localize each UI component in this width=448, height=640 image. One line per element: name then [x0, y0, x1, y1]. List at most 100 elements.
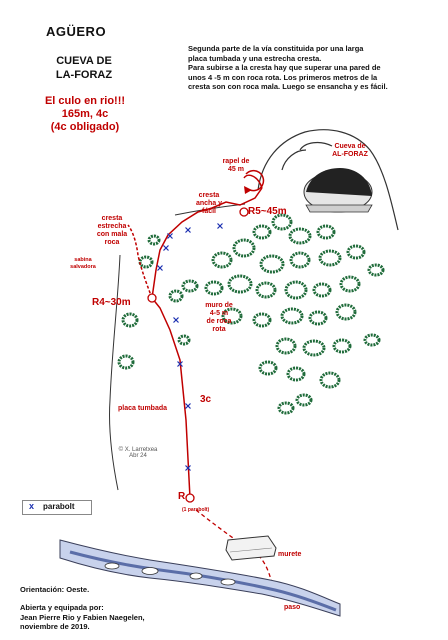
rappel-label-line: 45 m: [228, 166, 244, 173]
legend-bolt-icon: x: [29, 501, 35, 511]
bush: [138, 255, 154, 269]
credit: © X. Larretxea Abr 24: [108, 447, 168, 459]
narrow-ridge-label-line: estrecha: [97, 223, 127, 230]
rappel-arrow: [244, 169, 265, 194]
route-description: Segunda parte de la vía constituida por …: [188, 44, 423, 92]
belay-r5-label: R5~45m: [248, 206, 287, 217]
authors-line: Abierta y equipada por:: [20, 603, 104, 612]
bolts: [157, 223, 223, 471]
wide-ridge-label-line: fácil: [201, 208, 216, 215]
wall-label: muro de 4-5 m de roca rota: [200, 302, 238, 334]
description-line: unos 4 -5 m con roca rota. Los primeros …: [188, 72, 378, 82]
slab-label: placa tumbada: [118, 405, 168, 412]
description-line: Para subirse a la cresta hay que superar…: [188, 63, 381, 72]
narrow-ridge-label: cresta estrecha con mala roca: [92, 215, 132, 247]
bush: [252, 312, 272, 328]
rock-cave: [257, 129, 399, 231]
authors-line: Jean Pierre Rio y Fabien Naegelen,: [20, 612, 145, 622]
route-obligatory-grade: (4c obligado): [50, 121, 120, 133]
paso-label: paso: [284, 604, 301, 611]
bush: [227, 274, 253, 294]
bush: [335, 303, 357, 321]
belay-start-label: R: [178, 491, 186, 502]
belay-stations: [147, 207, 249, 503]
wall-label-line: de roca: [206, 318, 232, 325]
bushes: [117, 213, 385, 415]
route-length-grade: 165m, 4c: [61, 108, 109, 120]
bush: [332, 338, 352, 354]
bush: [168, 289, 184, 303]
bush: [308, 310, 328, 326]
credit-line: Abr 24: [129, 453, 147, 459]
sabina-label-line: salvadora: [70, 264, 96, 270]
bush: [312, 282, 332, 298]
page-title: AGÜERO: [46, 24, 107, 39]
bush: [288, 227, 312, 245]
sabina-label-line: sabina: [74, 257, 92, 263]
bush: [252, 224, 272, 240]
bush: [147, 234, 161, 246]
bush: [204, 280, 224, 296]
bush: [367, 263, 385, 277]
bush: [181, 279, 199, 293]
description-line: Segunda parte de la vía constituida por …: [188, 44, 364, 53]
orientation: Orientación: Oeste.: [20, 585, 90, 594]
legend-label: parabolt: [43, 502, 75, 511]
bush: [284, 280, 308, 300]
narrow-ridge-label-line: cresta: [101, 215, 123, 222]
bush: [302, 339, 326, 357]
bush: [275, 337, 297, 355]
cave-title: CUEVA DE LA-FORAZ: [44, 54, 124, 82]
river: [59, 539, 341, 617]
legend: x parabolt: [22, 500, 92, 515]
description-line: cresta son con roca mala. Luego se ensan…: [188, 82, 388, 91]
cave-label-line: Cueva de: [334, 143, 366, 150]
sabina-label: sabina salvadora: [68, 257, 98, 271]
bush: [295, 393, 313, 407]
rappel-label: rapel de 45 m: [218, 158, 254, 174]
bush: [318, 249, 342, 267]
cave-label: Cueva de AL-FORAZ: [325, 143, 375, 159]
bush: [177, 334, 191, 346]
narrow-ridge-label-line: roca: [104, 239, 120, 246]
cave-title-line1: CUEVA DE: [56, 55, 112, 67]
wall-label-line: 4-5 m: [209, 310, 229, 317]
murete-label: murete: [278, 551, 302, 558]
belay-start: [185, 493, 195, 503]
cave-label-line: AL-FORAZ: [332, 151, 368, 158]
rappel-label-line: rapel de: [222, 158, 250, 165]
authors: Abierta y equipada por: Jean Pierre Rio …: [20, 603, 145, 632]
authors-line: noviembre de 2019.: [20, 622, 90, 631]
belay-r5: [239, 207, 249, 217]
bush: [258, 360, 278, 376]
grade-label: 3c: [200, 394, 212, 405]
credit-line: © X. Larretxea: [118, 447, 158, 453]
bush: [121, 312, 139, 328]
route-line: [127, 174, 263, 499]
bush: [316, 224, 336, 240]
belay-r4-label: R4~30m: [92, 297, 131, 308]
bush: [280, 307, 304, 325]
wall-label-line: rota: [212, 326, 226, 333]
bush: [259, 254, 285, 274]
wide-ridge-label: cresta ancha y fácil: [194, 192, 224, 216]
bush: [277, 401, 295, 415]
bush: [211, 251, 233, 269]
bush: [339, 275, 361, 293]
bush: [319, 371, 341, 389]
narrow-ridge-label-line: con mala: [96, 231, 128, 238]
cave-opening: [303, 168, 373, 213]
bush: [117, 354, 135, 370]
wall-label-line: muro de: [205, 302, 233, 309]
cave-title-line2: LA-FORAZ: [55, 69, 113, 81]
wide-ridge-label-line: cresta: [198, 192, 220, 199]
bush: [221, 307, 243, 325]
wide-ridge-label-line: ancha y: [195, 200, 223, 207]
bush: [255, 281, 277, 299]
route-name: El culo en rio!!!: [44, 95, 126, 107]
murete-block: [225, 535, 277, 561]
description-line: placa tumbada y una estrecha cresta.: [188, 53, 322, 63]
bush: [232, 238, 256, 258]
belay-start-note: (1 parabolt): [182, 507, 210, 513]
